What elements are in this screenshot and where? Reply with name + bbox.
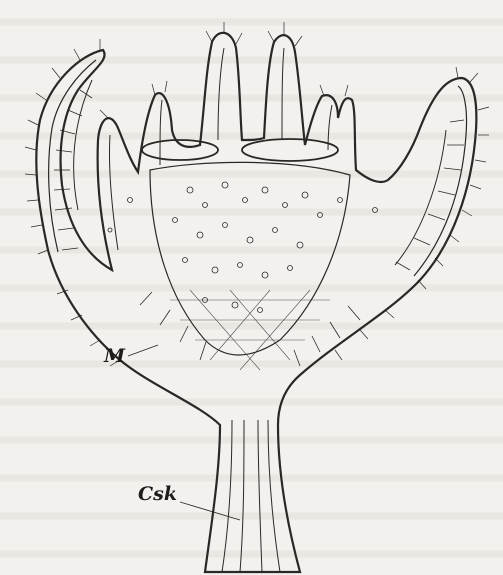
label-csk: Csk xyxy=(138,483,177,505)
label-m: M xyxy=(103,345,126,367)
